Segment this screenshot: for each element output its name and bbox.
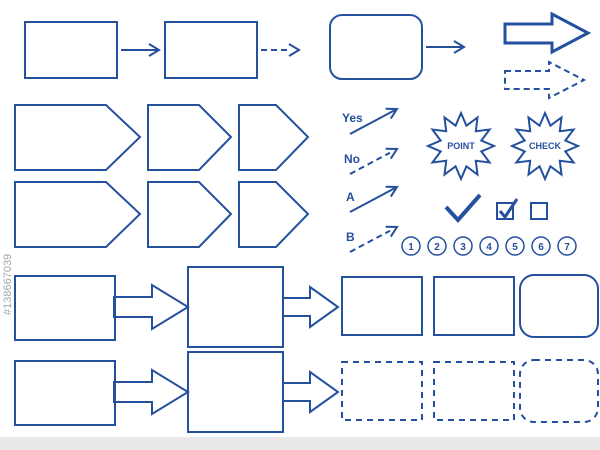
pentagon-arrow-large-1	[14, 104, 142, 171]
watermark-id-text: #138667039	[2, 254, 14, 315]
dashed-box-rounded	[519, 359, 599, 423]
check-label: CHECK	[529, 141, 562, 151]
result-box-2	[433, 276, 515, 336]
checkbox-check-icon	[498, 198, 519, 220]
point-label: POINT	[447, 141, 475, 151]
step-number-5: 5	[512, 242, 518, 253]
step-number-1: 1	[408, 242, 414, 253]
process-box-1	[24, 21, 118, 79]
a-label: A	[346, 190, 355, 204]
pentagon-arrow-medium-1	[147, 104, 233, 171]
step-circle-2	[427, 236, 447, 256]
pentagon-arrow-large-2	[14, 181, 142, 248]
step-circle-6	[531, 236, 551, 256]
pentagon-arrow-small-2	[238, 181, 310, 248]
step-circle-4	[479, 236, 499, 256]
step-number-6: 6	[538, 242, 544, 253]
flow-arrow-2	[425, 40, 465, 54]
pentagon-arrow-small-1	[238, 104, 310, 171]
dashed-box-1	[341, 361, 423, 421]
watermark-bar	[0, 437, 600, 450]
step-circle-1	[401, 236, 421, 256]
block-arrow-solid	[503, 11, 592, 55]
result-box-1	[341, 276, 423, 336]
flow-box-main-2	[187, 351, 284, 433]
empty-checkbox	[530, 202, 548, 220]
big-block-arrow-2	[282, 285, 340, 329]
big-block-arrow-3	[113, 368, 190, 416]
shapes-layer	[14, 11, 599, 433]
yes-label: Yes	[342, 111, 363, 125]
b-arrow-dashed	[349, 225, 398, 253]
dashed-box-2	[433, 361, 515, 421]
step-circle-7	[557, 236, 577, 256]
big-block-arrow-1	[113, 283, 190, 331]
checkmark-icon	[444, 193, 482, 223]
step-number-7: 7	[564, 242, 570, 253]
big-block-arrow-4	[282, 370, 340, 414]
no-label: No	[344, 152, 360, 166]
flow-box-left-1	[14, 275, 116, 341]
block-arrow-dashed	[504, 60, 587, 100]
b-label: B	[346, 230, 355, 244]
pentagon-arrow-medium-2	[147, 181, 233, 248]
result-box-rounded	[519, 274, 599, 338]
dashed-flow-arrow-1	[260, 43, 300, 57]
a-arrow	[349, 185, 398, 213]
flow-box-left-2	[14, 360, 116, 426]
process-box-2	[164, 21, 258, 79]
step-circle-3	[453, 236, 473, 256]
step-number-4: 4	[486, 242, 492, 253]
step-number-3: 3	[460, 242, 466, 253]
rounded-process-box	[329, 14, 423, 80]
step-circle-5	[505, 236, 525, 256]
step-number-2: 2	[434, 242, 440, 253]
labels-layer: Yes No A B POINT CHECK 1 2 3 4 5 6 7	[342, 111, 570, 253]
flow-box-main-1	[187, 266, 284, 348]
flow-arrow-1	[120, 43, 160, 57]
